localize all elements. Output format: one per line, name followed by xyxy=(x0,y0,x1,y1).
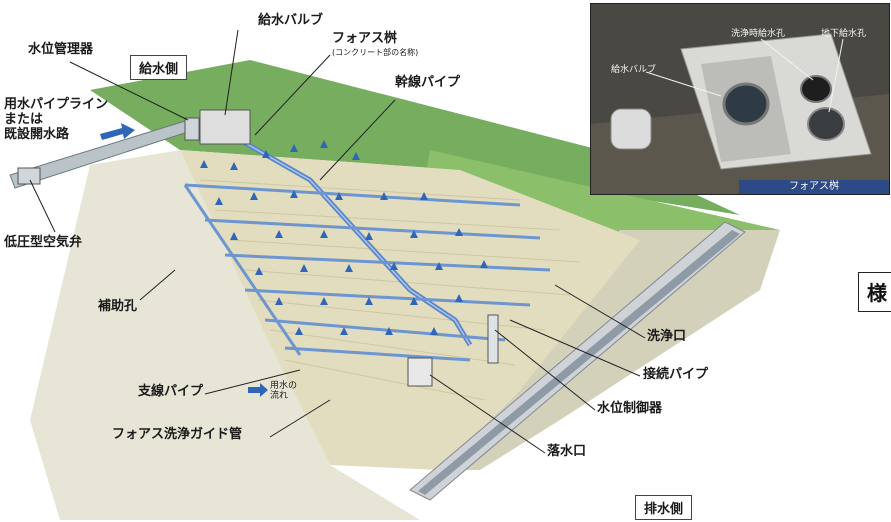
embankment-left xyxy=(30,150,420,520)
field-bed xyxy=(180,150,640,470)
trunk-pipe-highlight xyxy=(239,139,471,346)
drop-port-shape xyxy=(407,357,433,387)
flow-line-1: 用水の xyxy=(270,381,298,391)
water-level-manager-label: 水位管理器 xyxy=(28,42,94,57)
photo-drawing xyxy=(591,4,889,194)
level-controller-label: 水位制御器 xyxy=(597,401,663,416)
guide-pipe-label: フォアス洗浄ガイド管 xyxy=(112,427,243,442)
air-valve-label: 低圧型空気弁 xyxy=(4,235,83,250)
supply-side-label: 給水側 xyxy=(130,55,188,80)
photo-valve-label: 給水バルブ xyxy=(611,65,657,75)
flow-arrows xyxy=(200,140,488,335)
drain-side-label: 排水側 xyxy=(635,495,693,520)
pipeline-label: 用水パイプライン または 既設開水路 xyxy=(4,97,109,143)
side-title-fragment: 様 xyxy=(858,272,891,312)
flow-legend-arrow xyxy=(248,383,268,397)
air-valve-body xyxy=(17,167,41,185)
supply-valve-label: 給水バルブ xyxy=(258,13,324,28)
connect-pipe-label: 接続パイプ xyxy=(643,367,709,382)
pipeline-line-1: 用水パイプライン xyxy=(4,97,109,112)
foas-box-shape xyxy=(199,109,251,145)
drop-port-label: 落水口 xyxy=(547,444,587,459)
photo-wash-hole-label: 洗浄時給水孔 xyxy=(731,29,786,39)
wash-port-label: 洗浄口 xyxy=(647,329,687,344)
flow-line-2: 流れ xyxy=(270,391,289,402)
aux-hole-label: 補助孔 xyxy=(98,299,138,314)
foas-box-photo: 給水バルブ 洗浄時給水孔 地下給水孔 フォアス桝 xyxy=(590,3,890,195)
leader-lines xyxy=(29,29,646,454)
drain-channel-inner xyxy=(418,230,740,495)
photo-caption: フォアス桝 xyxy=(739,180,889,194)
foas-box-note: (コンクリート部の名称) xyxy=(332,48,419,57)
water-manager-shape xyxy=(184,117,200,141)
pipeline-line-3: 既設開水路 xyxy=(4,126,70,142)
main-pipe-label: 幹線パイプ xyxy=(395,75,461,90)
photo-underground-hole-label: 地下給水孔 xyxy=(821,29,867,39)
foas-box-label: フォアス桝 xyxy=(332,31,398,46)
pipeline-arrow xyxy=(100,123,135,140)
upper-field xyxy=(90,60,740,215)
flow-legend-label: 用水の 流れ xyxy=(270,381,297,402)
branch-pipes xyxy=(183,183,551,362)
branch-pipe-label: 支線パイプ xyxy=(138,384,204,399)
pipeline-line-2: または xyxy=(4,111,44,127)
level-controller-shape xyxy=(487,314,499,364)
